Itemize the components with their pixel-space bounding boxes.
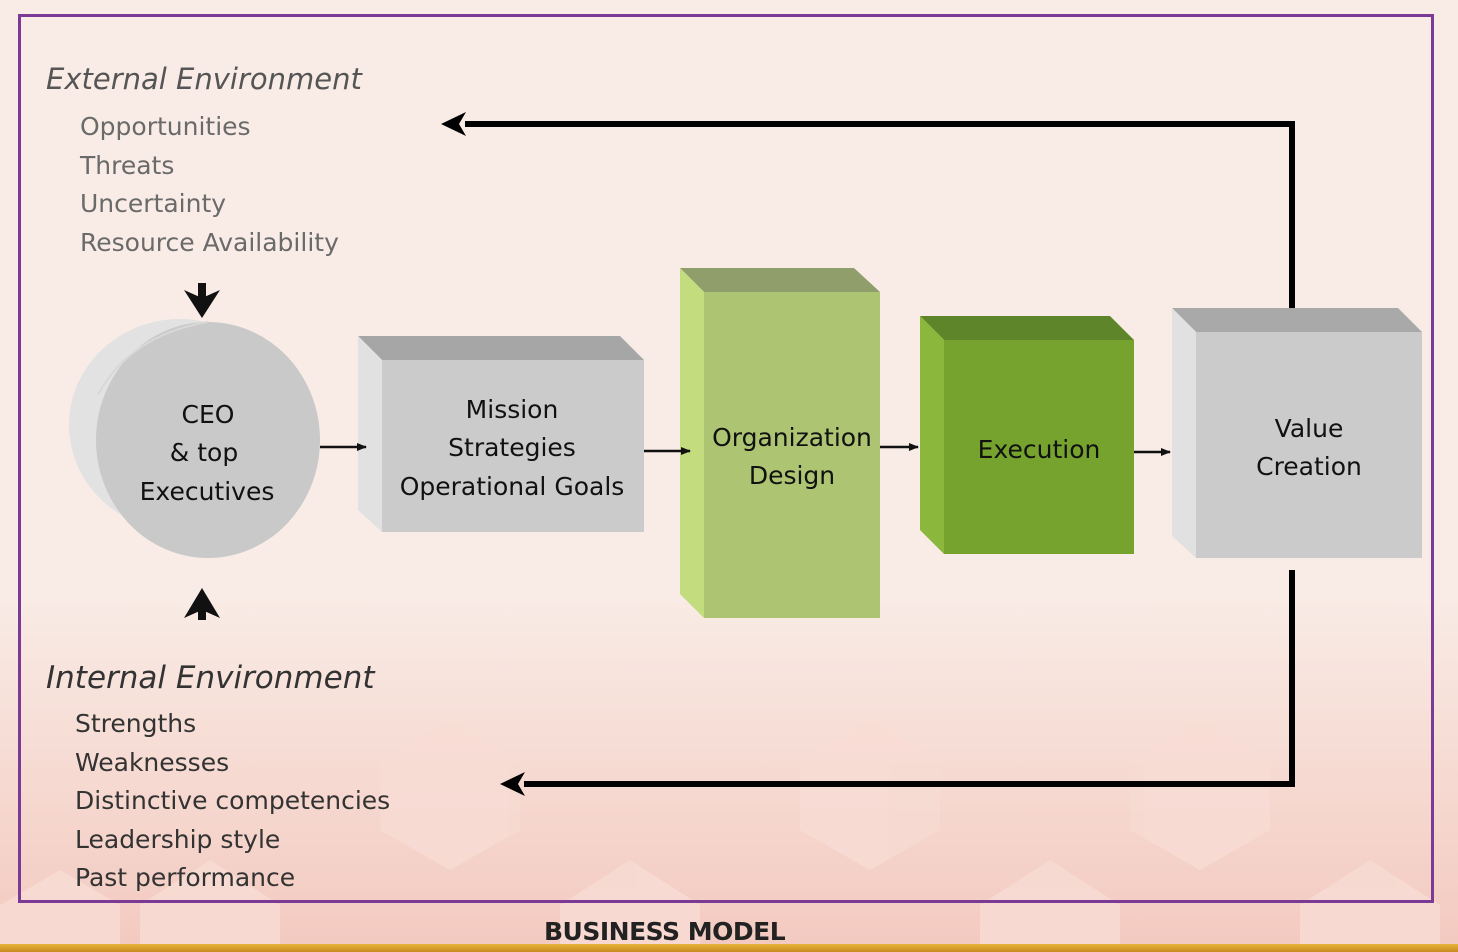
- value-creation-node: [1172, 308, 1422, 558]
- mission-label-line: Mission: [466, 395, 559, 424]
- execution-node: [920, 316, 1134, 554]
- organization-design-node: [680, 268, 880, 618]
- ceo-node: [69, 319, 320, 558]
- internal-item: Distinctive competencies: [75, 786, 391, 815]
- internal-item: Past performance: [75, 863, 296, 892]
- mission-node: [358, 336, 644, 532]
- feedback-arrow-bottom: [500, 570, 1295, 796]
- internal-item: Strengths: [75, 709, 197, 738]
- internal-environment-list: Strengths Weaknesses Distinctive compete…: [75, 705, 390, 898]
- internal-environment-title: Internal Environment: [46, 660, 375, 696]
- internal-to-ceo-arrow: [184, 588, 220, 620]
- internal-item: Leadership style: [75, 824, 281, 854]
- ceo-label-line: Executives: [140, 477, 275, 506]
- mission-label-line: Strategies: [448, 433, 576, 462]
- external-item: Resource Availability: [80, 228, 339, 258]
- external-item: Uncertainty: [80, 189, 227, 219]
- external-to-ceo-arrow: [184, 283, 220, 318]
- diagram-frame: [18, 14, 1434, 903]
- value-creation-label-line: Creation: [1256, 452, 1362, 481]
- external-environment-title: External Environment: [46, 62, 362, 96]
- mission-label-line: Operational Goals: [400, 472, 625, 501]
- execution-label: Execution: [978, 435, 1101, 464]
- external-item: Opportunities: [80, 112, 251, 141]
- bottom-accent-bar: [0, 944, 1458, 952]
- feedback-arrow-top: [441, 112, 1295, 312]
- ceo-label-line: CEO: [182, 400, 235, 429]
- external-environment-list: Opportunities Threats Uncertainty Resour…: [80, 108, 339, 263]
- footer-title: BUSINESS MODEL: [544, 917, 786, 946]
- organization-design-label-line: Organization: [712, 423, 872, 452]
- organization-design-label-line: Design: [749, 461, 835, 490]
- internal-item: Weaknesses: [75, 747, 230, 777]
- value-creation-label-line: Value: [1275, 414, 1344, 443]
- external-item: Threats: [80, 150, 175, 180]
- ceo-label-line: & top: [170, 438, 238, 467]
